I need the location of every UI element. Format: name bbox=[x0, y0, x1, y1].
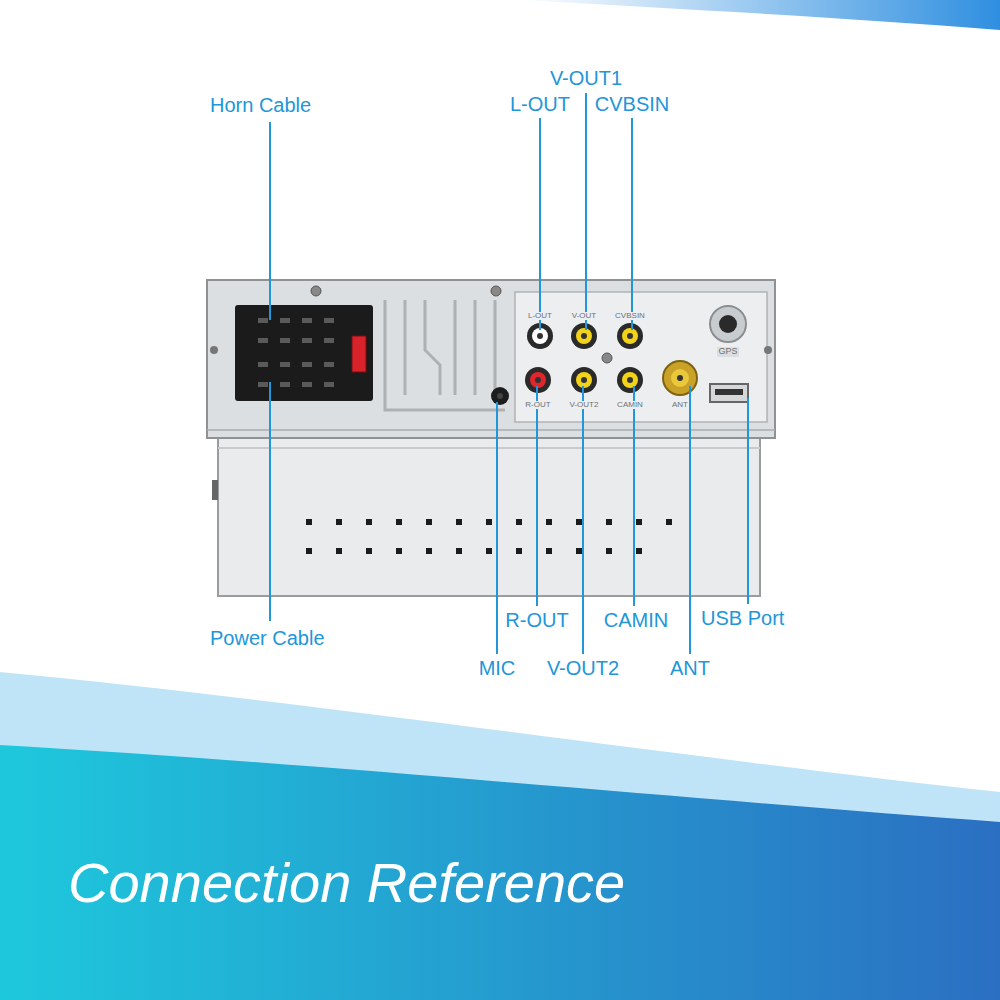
panel-marking: V-OUT2 bbox=[569, 401, 600, 410]
callout-label: ANT bbox=[668, 657, 712, 679]
leader-lines bbox=[270, 93, 748, 654]
pin-slot bbox=[280, 318, 290, 323]
vent-hole bbox=[666, 519, 672, 525]
pin-slot bbox=[280, 362, 290, 367]
panel-marking: R-OUT bbox=[524, 401, 551, 410]
vent-hole bbox=[486, 519, 492, 525]
pin-slot bbox=[280, 382, 290, 387]
heatsink-fins bbox=[385, 300, 505, 410]
connector-pins bbox=[258, 318, 334, 387]
pin-slot bbox=[258, 318, 268, 323]
vent-hole bbox=[606, 519, 612, 525]
top-swoosh bbox=[520, 0, 1000, 30]
title-band bbox=[0, 745, 1000, 1000]
vent-hole bbox=[606, 548, 612, 554]
vent-hole bbox=[426, 548, 432, 554]
vent-hole bbox=[546, 548, 552, 554]
vent-hole bbox=[456, 519, 462, 525]
pin-slot bbox=[280, 338, 290, 343]
panel-marking: GPS bbox=[717, 347, 738, 357]
vent-hole bbox=[516, 548, 522, 554]
chassis-body bbox=[218, 438, 760, 596]
vent-hole bbox=[396, 519, 402, 525]
light-band bbox=[0, 672, 1000, 1000]
pin-slot bbox=[258, 362, 268, 367]
pin-slot bbox=[302, 382, 312, 387]
vent-hole bbox=[366, 519, 372, 525]
jack-panel bbox=[515, 292, 767, 422]
panel-marking: V-OUT bbox=[571, 312, 597, 321]
callout-label: MIC bbox=[477, 657, 518, 679]
callout-label: CAMIN bbox=[602, 609, 670, 631]
panel-marking: CAMIN bbox=[616, 401, 644, 410]
pin-slot bbox=[302, 338, 312, 343]
pin-slot bbox=[324, 338, 334, 343]
callout-label: USB Port bbox=[699, 607, 786, 629]
vent-hole bbox=[366, 548, 372, 554]
pin-slot bbox=[324, 362, 334, 367]
callout-label: CVBSIN bbox=[593, 93, 671, 115]
pin-slot bbox=[258, 382, 268, 387]
page-title: Connection Reference bbox=[68, 850, 625, 915]
vent-hole bbox=[426, 519, 432, 525]
callout-label: V-OUT2 bbox=[545, 657, 621, 679]
callout-label: R-OUT bbox=[503, 609, 570, 631]
fuse bbox=[352, 336, 366, 372]
vent-hole bbox=[336, 519, 342, 525]
callout-label: Power Cable bbox=[208, 627, 327, 649]
vent-hole bbox=[636, 519, 642, 525]
pin-slot bbox=[302, 362, 312, 367]
vent-hole bbox=[636, 548, 642, 554]
vent-hole bbox=[546, 519, 552, 525]
vent-hole bbox=[306, 519, 312, 525]
vent-hole bbox=[576, 519, 582, 525]
callout-label: L-OUT bbox=[508, 93, 572, 115]
pin-slot bbox=[302, 318, 312, 323]
vent-hole bbox=[516, 519, 522, 525]
panel-marking: L-OUT bbox=[527, 312, 553, 321]
pin-slot bbox=[324, 382, 334, 387]
pin-slot bbox=[258, 338, 268, 343]
vent-hole bbox=[306, 548, 312, 554]
rca-jacks bbox=[491, 306, 748, 405]
callout-label: Horn Cable bbox=[208, 94, 313, 116]
panel-marking: ANT bbox=[671, 401, 689, 410]
callout-label: V-OUT1 bbox=[548, 67, 624, 89]
vent-hole bbox=[576, 548, 582, 554]
vent-hole bbox=[336, 548, 342, 554]
vent-hole bbox=[456, 548, 462, 554]
iso-connector bbox=[235, 305, 373, 401]
panel-marking: CVBSIN bbox=[614, 312, 646, 321]
vent-hole bbox=[396, 548, 402, 554]
vent-hole bbox=[486, 548, 492, 554]
vent-holes bbox=[306, 519, 672, 554]
pin-slot bbox=[324, 318, 334, 323]
